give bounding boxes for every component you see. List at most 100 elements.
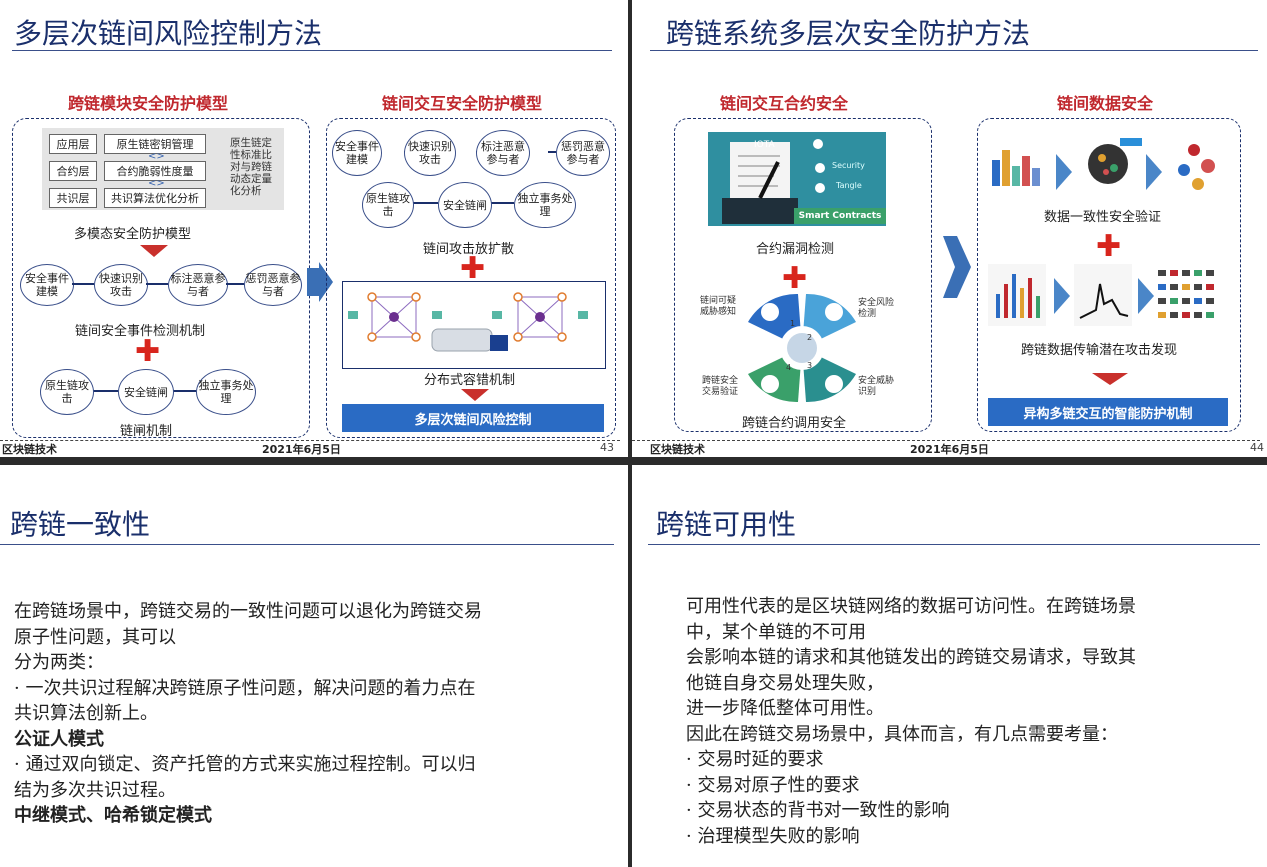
down-arrow-icon — [461, 389, 489, 401]
right-panel — [326, 118, 616, 438]
chevron-right-icon — [1054, 278, 1070, 314]
footer-course: 区块链技术 — [650, 443, 705, 456]
slide-divider — [628, 0, 632, 867]
contract-document-icon — [722, 139, 825, 224]
left-row1-label: 链间安全事件检测机制 — [75, 324, 206, 339]
layer-level: 共识层 — [49, 188, 97, 208]
footer-date: 2021年6月5日 — [262, 443, 341, 456]
process-node: 安全链闸 — [438, 182, 492, 228]
body-line: 因此在跨链交易场景中，具体而言，有几点需要考量： — [686, 723, 1118, 745]
plus-icon: ✚ — [135, 334, 161, 369]
layer-level: 应用层 — [49, 134, 97, 154]
body-line: 会影响本链的请求和其他链发出的跨链交易请求，导致其 — [686, 647, 1136, 668]
slide-divider — [0, 457, 1267, 465]
down-arrow-icon — [140, 245, 168, 257]
right-row2-label: 链间攻击放扩散 — [423, 242, 515, 257]
multimodal-label: 多模态安全防护模型 — [74, 227, 192, 242]
quad-number: 4 — [786, 363, 792, 372]
network-graph-icon — [348, 292, 588, 352]
slide-title: 多层次链间风险控制方法 — [14, 17, 323, 50]
bullet-item: · 交易时延的要求 — [686, 749, 824, 770]
attack-analysis-icons — [988, 264, 1214, 326]
contract-banner: Smart Contracts — [794, 208, 886, 224]
process-node: 标注恶意参与者 — [168, 264, 228, 306]
right-arrow-icon — [307, 262, 333, 302]
right-heading: 链间交互安全防护模型 — [382, 94, 543, 113]
body-line: 可用性代表的是区块链网络的数据可访问性。在跨链场景 — [686, 596, 1136, 617]
side-note-box — [228, 128, 284, 210]
quad-number: 2 — [807, 333, 813, 342]
body-line: 原子性问题，其可以 — [14, 626, 176, 648]
layer-item: 合约脆弱性度量 — [104, 161, 206, 181]
body-line: 在跨链场景中，跨链交易的一致性问题可以退化为跨链交易 — [14, 601, 482, 622]
process-node: 原生链攻击 — [362, 182, 414, 228]
slide-43: 多层次链间风险控制方法 跨链模块安全防护模型 链间交互安全防护模型 应用层 原生… — [0, 0, 628, 457]
footer-date: 2021年6月5日 — [910, 443, 989, 456]
call-label: 跨链合约调用安全 — [742, 416, 847, 431]
title-rule — [648, 544, 1260, 545]
left-heading: 链间交互合约安全 — [720, 94, 849, 113]
slide-title: 跨链可用性 — [656, 508, 797, 541]
bullet-item: · 交易对原子性的要求 — [686, 774, 860, 796]
page-number: 43 — [600, 441, 614, 454]
slide-title: 跨链一致性 — [10, 508, 151, 541]
left-panel — [674, 118, 932, 432]
process-node: 惩罚恶意参与者 — [556, 130, 610, 176]
process-node: 惩罚恶意参与者 — [244, 264, 302, 306]
process-node: 标注恶意参与者 — [476, 130, 530, 176]
footer-rule — [632, 440, 1260, 442]
process-node: 快速识别攻击 — [94, 264, 148, 306]
quad-label: 安全威胁识别 — [858, 376, 895, 397]
double-arrow-icon: <> — [148, 151, 165, 162]
body-line: · 一次共识过程解决跨链原子性问题，解决问题的着力点在 — [14, 677, 476, 699]
body-line: · 通过双向锁定、资产托管的方式来实施过程控制。可以归 — [14, 754, 476, 775]
down-arrow-icon — [1092, 373, 1128, 385]
body-line: 共识算法创新上。 — [14, 703, 158, 724]
quad-label: 安全风险检测 — [858, 298, 895, 319]
plus-icon: ✚ — [782, 261, 808, 296]
contract-chip: Security — [832, 161, 865, 170]
process-node: 安全事件建模 — [332, 130, 382, 176]
footer-course: 区块链技术 — [2, 443, 57, 456]
title-rule — [12, 50, 612, 51]
left-heading: 跨链模块安全防护模型 — [68, 94, 229, 113]
vuln-label: 合约漏洞检测 — [756, 242, 835, 257]
page-number: 44 — [1250, 441, 1264, 454]
double-arrow-icon: <> — [148, 178, 165, 189]
quad-label: 链间可疑威胁感知 — [700, 296, 737, 317]
quad-number: 1 — [790, 319, 796, 328]
bullet-item: · 治理模型失败的影响 — [686, 825, 860, 847]
plus-icon: ✚ — [1096, 229, 1122, 264]
data-analytics-icons — [992, 144, 1215, 190]
bullet-item: · 交易状态的背书对一致性的影响 — [686, 800, 950, 821]
chevron-right-icon — [1146, 154, 1162, 190]
side-note: 原生链定性标准比对与跨链动态定量化分析 — [230, 137, 272, 197]
layer-item: 共识算法优化分析 — [104, 188, 206, 208]
transfer-label: 跨链数据传输潜在攻击发现 — [1021, 343, 1178, 358]
chevron-right-icon — [1056, 154, 1072, 190]
body-line: 他链自身交易处理失败， — [686, 672, 884, 694]
consistency-label: 数据一致性安全验证 — [1044, 210, 1162, 225]
footer-rule — [0, 440, 620, 442]
process-node: 独立事务处理 — [196, 369, 256, 415]
body-text: 可用性代表的是区块链网络的数据可访问性。在跨链场景 中，某个单链的不可用 会影响… — [686, 594, 1136, 849]
quad-label: 跨链安全交易验证 — [702, 376, 739, 397]
title-rule — [0, 544, 614, 545]
quad-number: 3 — [807, 361, 813, 370]
top-marker — [1120, 138, 1142, 146]
body-text: 在跨链场景中，跨链交易的一致性问题可以退化为跨链交易 原子性问题，其可以 分为两… — [14, 599, 482, 829]
left-row2-label: 链闸机制 — [120, 424, 173, 439]
slide-consistency: 跨链一致性 在跨链场景中，跨链交易的一致性问题可以退化为跨链交易 原子性问题，其… — [0, 465, 628, 867]
process-node: 安全事件建模 — [20, 264, 74, 306]
layer-item: 原生链密钥管理 — [104, 134, 206, 154]
slide-availability: 跨链可用性 可用性代表的是区块链网络的数据可访问性。在跨链场景 中，某个单链的不… — [632, 465, 1267, 867]
slide-44: 跨链系统多层次安全防护方法 链间交互合约安全 链间数据安全 IOTA Secur… — [632, 0, 1267, 457]
contract-chip: IOTA — [754, 140, 775, 150]
process-node: 快速识别攻击 — [404, 130, 456, 176]
body-line: 分为两类： — [14, 652, 104, 673]
process-node: 独立事务处理 — [514, 182, 576, 228]
fault-label: 分布式容错机制 — [424, 373, 516, 388]
right-panel — [977, 118, 1241, 432]
body-line: 中，某个单链的不可用 — [686, 621, 866, 643]
quadrant-diagram — [748, 293, 856, 403]
